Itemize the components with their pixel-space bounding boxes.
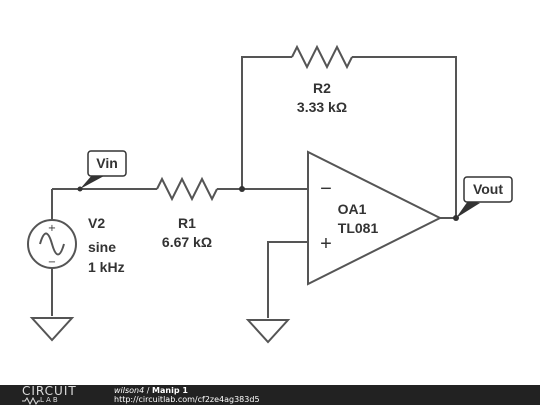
wire-feedback-out (352, 56, 457, 218)
circuitlab-logo[interactable]: CIRCUIT LAB (22, 385, 92, 405)
r2-name-label: R2 (313, 80, 331, 96)
wires (51, 56, 457, 318)
footer-bar: CIRCUIT LAB wilson4 / Manip 1 http://cir… (0, 385, 540, 405)
sine-source-v2[interactable] (27, 219, 77, 269)
node-tag-vin[interactable]: Vin (80, 150, 127, 189)
ground-symbol-left (29, 317, 75, 342)
v2-type-label: sine (88, 239, 116, 255)
source-minus-sign: − (48, 257, 56, 268)
opamp-plus-sign: + (320, 233, 332, 255)
r2-value-label: 3.33 kΩ (297, 99, 347, 115)
opamp-minus-sign: − (320, 178, 332, 200)
footer-separator: / (146, 386, 150, 395)
v2-freq-label: 1 kHz (88, 259, 125, 275)
source-plus-sign: + (48, 223, 56, 234)
opamp-oa1[interactable] (307, 150, 443, 286)
r1-name-label: R1 (178, 215, 196, 231)
oa1-part-label: TL081 (338, 220, 379, 236)
ground-symbol-right (245, 319, 291, 344)
footer-user-link[interactable]: wilson4 (114, 386, 145, 395)
oa1-name-label: OA1 (338, 201, 367, 217)
wire-feedback (241, 56, 292, 189)
sine-wave-icon (39, 232, 65, 256)
footer-url[interactable]: http://circuitlab.com/cf2ze4ag383d5 (114, 395, 260, 404)
vin-tag-label: Vin (96, 155, 118, 171)
resistor-r2[interactable] (291, 44, 353, 70)
node-tag-vout[interactable]: Vout (456, 176, 513, 218)
vout-tag-label: Vout (473, 181, 503, 197)
footer-meta: wilson4 / Manip 1 http://circuitlab.com/… (114, 386, 260, 404)
resistor-r1[interactable] (156, 176, 218, 202)
v2-name-label: V2 (88, 215, 105, 231)
circuit-schematic: R2 3.33 kΩ R1 6.67 kΩ − + OA1 TL081 + − … (27, 44, 513, 344)
logo-resistor-icon (22, 397, 40, 405)
r1-value-label: 6.67 kΩ (162, 234, 212, 250)
footer-circuit-title: Manip 1 (152, 386, 188, 395)
logo-text-top: CIRCUIT (22, 384, 77, 398)
junction-dot-feedback (239, 186, 245, 192)
logo-text-bottom: LAB (40, 396, 60, 404)
wire-plus-ground (267, 241, 308, 318)
